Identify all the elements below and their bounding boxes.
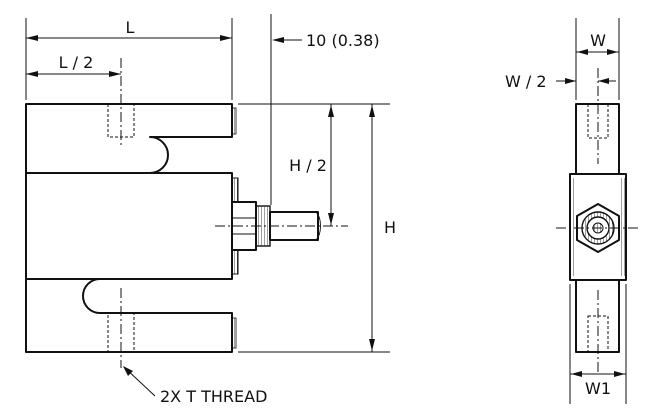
- width-label: W: [590, 31, 606, 50]
- height-label: H: [384, 218, 396, 237]
- dim-half-width: W / 2: [505, 72, 616, 91]
- thread-leader: 2X T THREAD: [123, 366, 267, 406]
- side-view: [556, 68, 640, 372]
- dim-length: L: [25, 18, 233, 100]
- width-1-label: W1: [585, 379, 611, 398]
- half-height-label: H / 2: [289, 156, 327, 175]
- length-label: L: [126, 18, 135, 37]
- dim-height: H: [238, 104, 396, 353]
- dim-half-height: H / 2: [238, 103, 390, 226]
- cable-offset-label: 10 (0.38): [306, 31, 380, 50]
- middle-body: [25, 172, 233, 280]
- dim-cable-offset: 10 (0.38): [270, 14, 380, 205]
- lower-arm: [25, 278, 233, 353]
- dim-half-length: L / 2: [26, 53, 121, 77]
- upper-arm-edge-shade: [231, 107, 237, 135]
- upper-arm: [25, 103, 233, 174]
- half-length-label: L / 2: [59, 53, 94, 72]
- dim-width-1: W1: [569, 284, 627, 404]
- front-view: [25, 58, 348, 368]
- thread-note-label: 2X T THREAD: [160, 387, 267, 406]
- half-width-label: W / 2: [505, 72, 547, 91]
- dim-width: W: [575, 18, 620, 100]
- lower-arm-edge-shade: [231, 317, 237, 349]
